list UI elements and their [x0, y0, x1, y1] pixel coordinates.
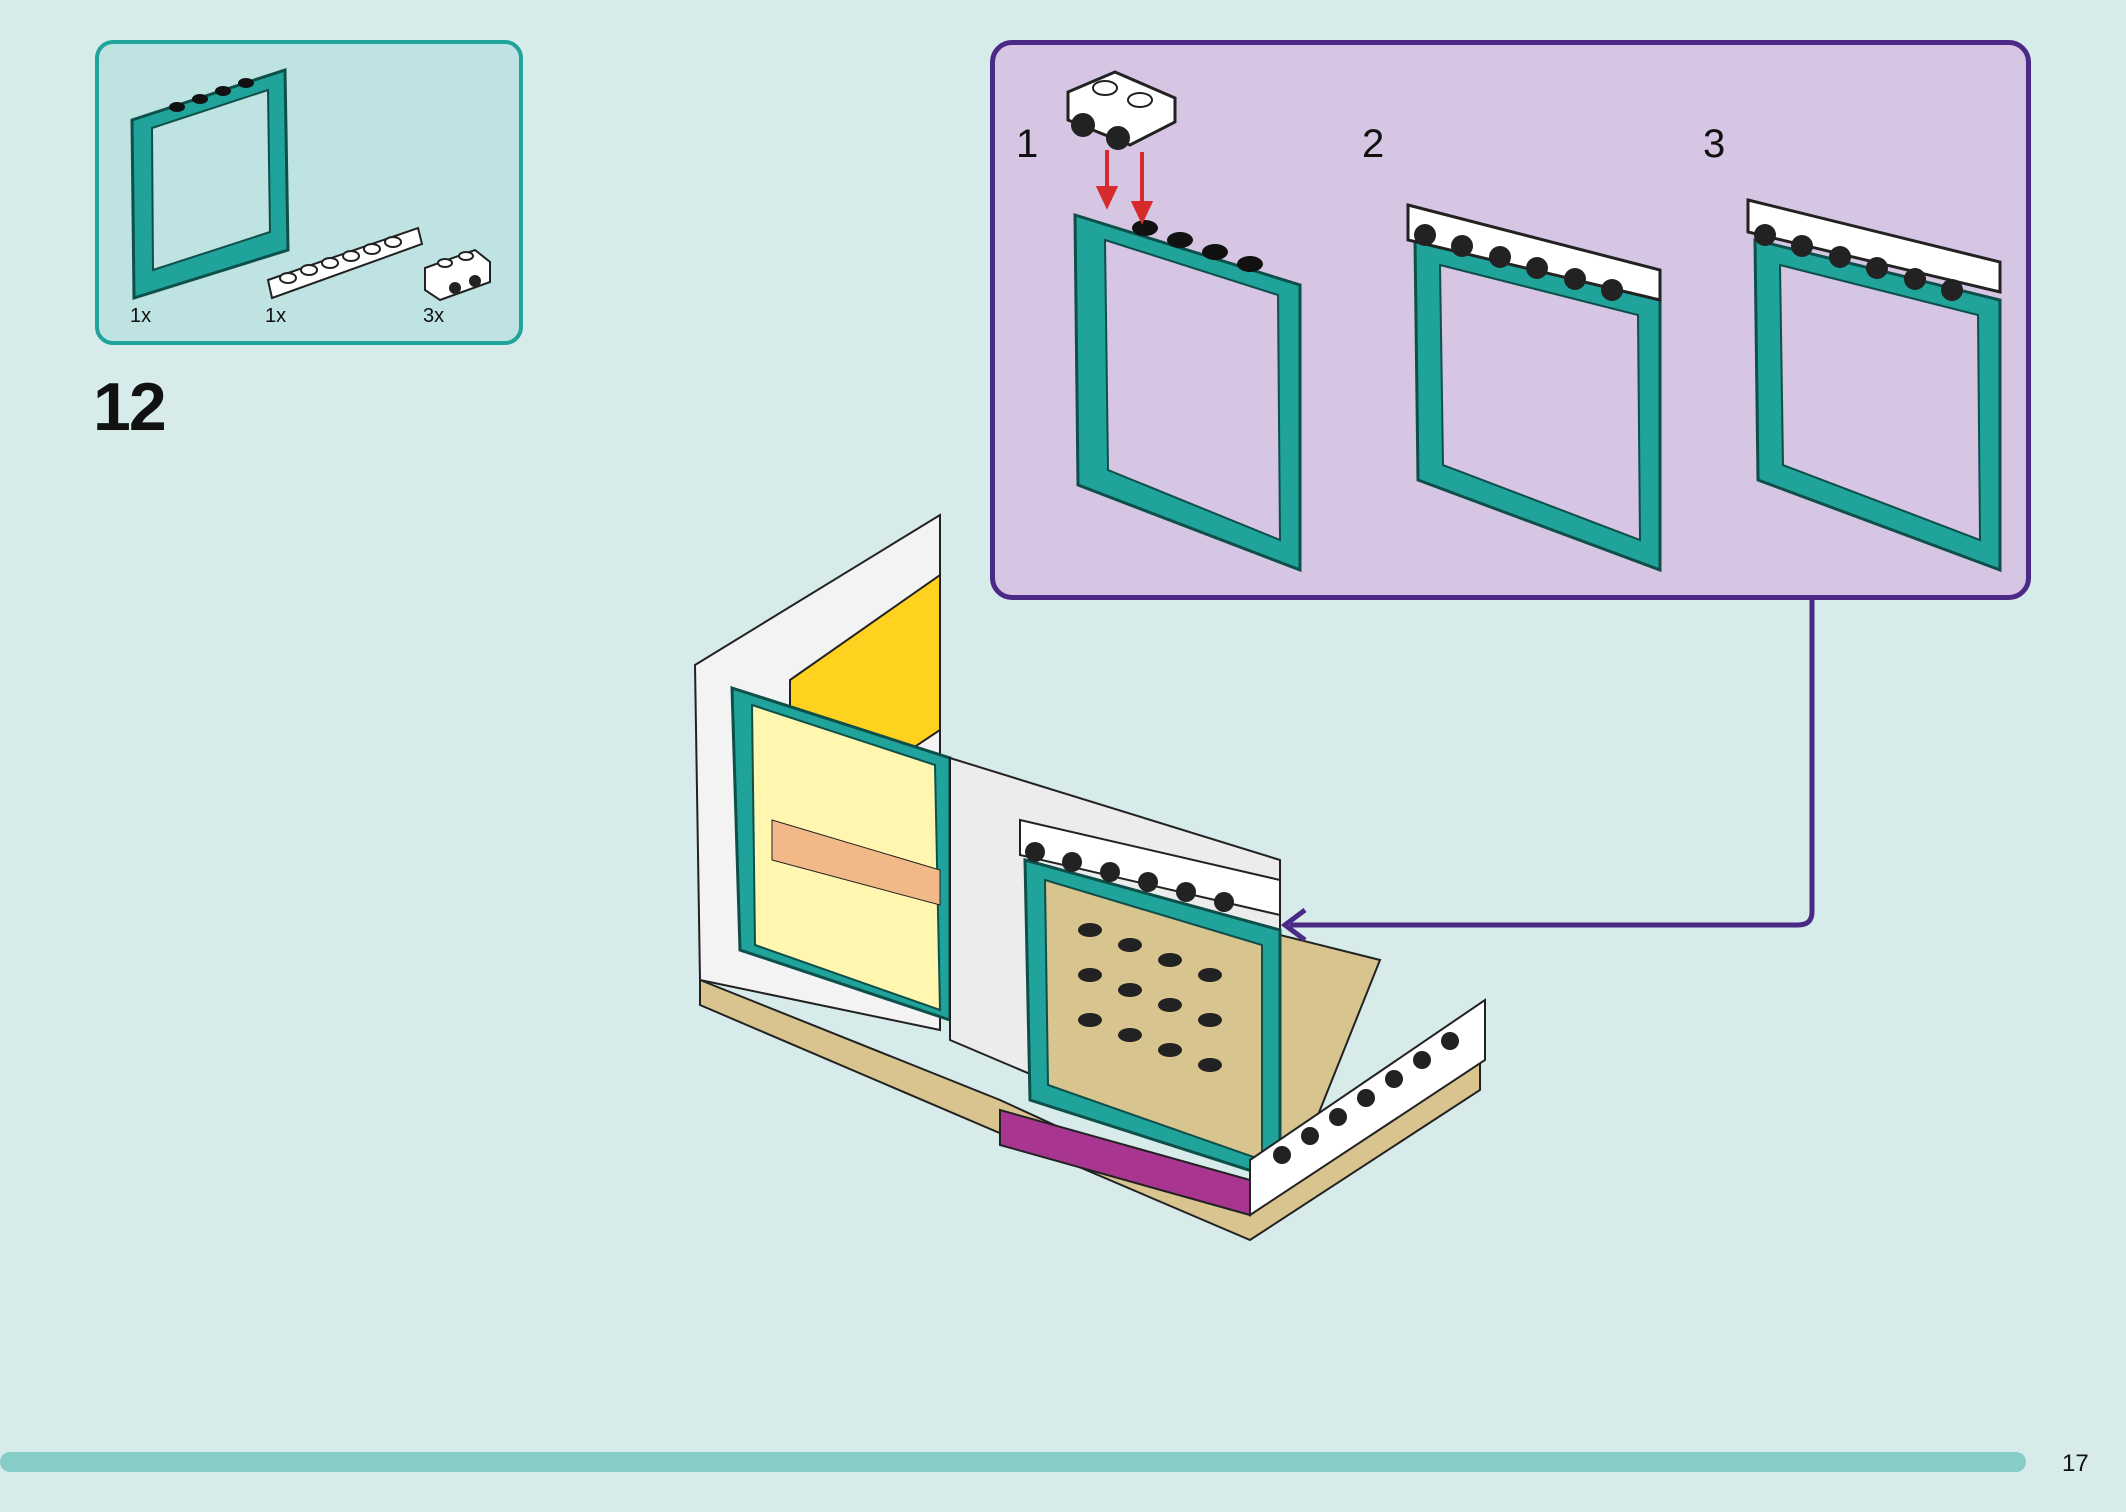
substep-1-bracket-image	[1066, 70, 1177, 150]
progress-bar	[0, 1452, 2026, 1472]
substep-3-frame-image	[1746, 198, 2002, 573]
part-quantity-frame: 1x	[130, 305, 152, 327]
substep-1-frame-image	[1073, 212, 1302, 573]
white-plate-part-image	[266, 226, 424, 300]
step-number: 12	[93, 369, 167, 445]
substep-number-3: 3	[1703, 122, 1726, 166]
substep-2-frame-image	[1406, 203, 1662, 573]
part-quantity-plate: 1x	[265, 305, 287, 327]
window-frame-part-image	[130, 67, 290, 301]
page-number: 17	[2062, 1450, 2089, 1477]
part-quantity-bracket: 3x	[423, 305, 445, 327]
substep-number-1: 1	[1016, 122, 1039, 166]
substep-number-2: 2	[1362, 122, 1385, 166]
white-bracket-part-image	[424, 248, 491, 302]
placement-arrows-icon	[1095, 150, 1154, 225]
